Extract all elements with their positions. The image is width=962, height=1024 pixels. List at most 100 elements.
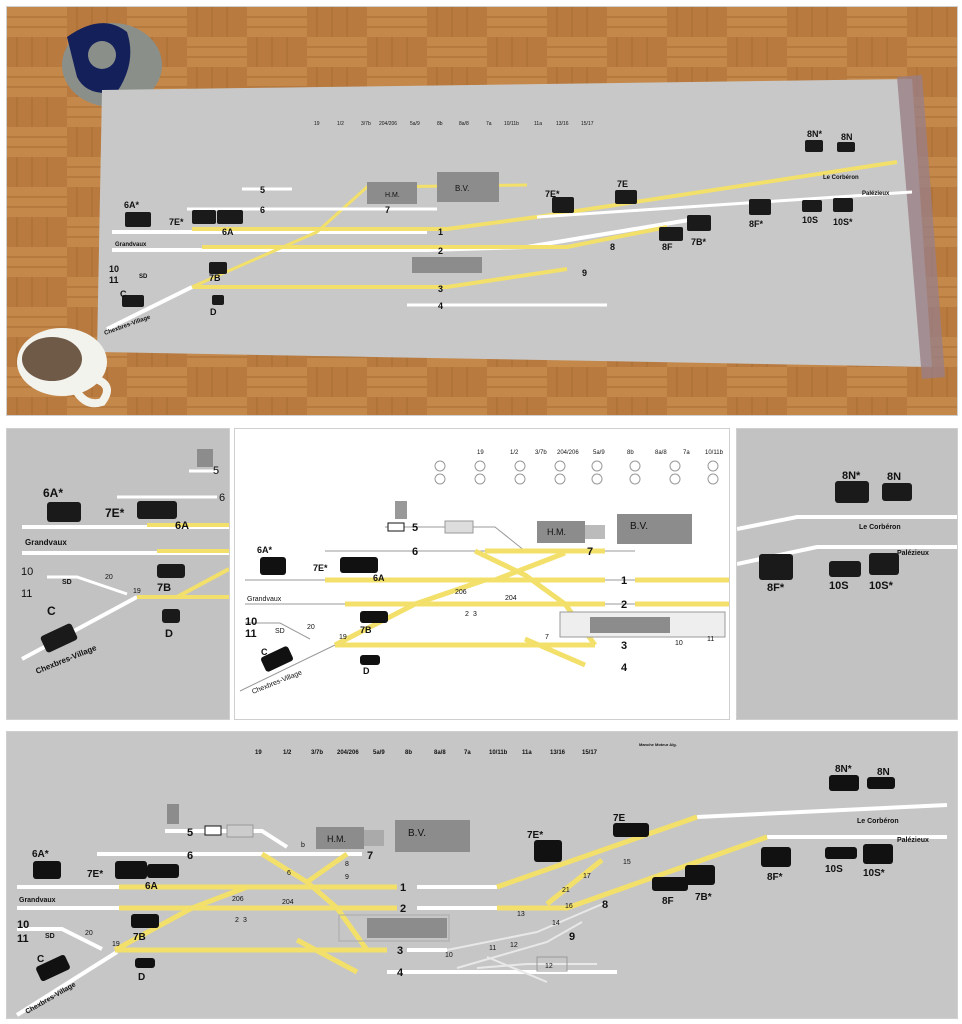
hdr-5a-9: 5a/9 [410, 121, 420, 127]
photo-8F12: 8F [662, 242, 673, 252]
photo-t9: 9 [582, 268, 587, 278]
dg-w204: 204 [282, 899, 294, 906]
sch-w19: 19 [339, 634, 347, 641]
sch-6A: 6A* [257, 545, 273, 555]
dg-t2: 2 [400, 903, 406, 915]
hdr-19: 19 [314, 121, 320, 127]
dg-C1: C [37, 954, 44, 965]
hdr-8b: 8b [437, 121, 443, 127]
photo-t11: 11 [109, 275, 119, 285]
left-D1: D [165, 628, 173, 640]
dg-w15: 15 [623, 859, 631, 866]
sch-t10: 10 [245, 616, 257, 628]
dg-hdr-8b: 8b [405, 750, 412, 756]
photo-10Ss: 10S* [833, 217, 853, 227]
dg-w8: 8 [345, 861, 349, 868]
dg-w206: 206 [232, 896, 244, 903]
left-grandvaux: Grandvaux [25, 538, 67, 547]
sch-w7: 7 [545, 634, 549, 641]
dg-t4: 4 [397, 967, 404, 979]
dg-grandvaux: Grandvaux [19, 897, 56, 904]
dg-corberon: Le Corbéron [857, 818, 899, 825]
dg-t3: 3 [397, 945, 403, 957]
dg-hdr-11a: 11a [522, 750, 532, 756]
left-t5: 5 [213, 465, 219, 477]
sch-w20: 20 [307, 624, 315, 631]
left-6A: 6A* [43, 486, 63, 500]
dg-8Fs: 8F* [767, 872, 783, 883]
photo-bv: B.V. [455, 184, 469, 193]
dg-w12box: 12 [545, 963, 553, 970]
left-C1: C [47, 604, 56, 618]
dg-sd: SD [45, 933, 55, 940]
dg-hdr-19: 19 [255, 750, 262, 756]
dg-w21: 21 [562, 887, 570, 894]
sch-t4: 4 [621, 662, 628, 674]
dg-7B12: 7B [133, 932, 146, 943]
photo-7E12: 7E [617, 179, 628, 189]
hdr-204-206: 204/206 [379, 121, 397, 127]
dg-hdr-extra: Manche Moteur Alg. [639, 742, 677, 747]
right-corberon: Le Corbéron [859, 524, 901, 531]
photo-right-svg: 8N* 8N 8F* 10S 10S* Le Corbéron Palézieu… [737, 429, 957, 719]
photo-10S: 10S [802, 215, 818, 225]
dg-8N: 8N [877, 767, 890, 778]
sch-w2: 2 [465, 611, 469, 618]
left-w20: 20 [105, 574, 113, 581]
hdr-1-2: 1/2 [337, 121, 344, 127]
photo-grandvaux: Grandvaux [115, 242, 147, 248]
dg-hdr-1-2: 1/2 [283, 750, 292, 756]
photo-C1: C [120, 289, 127, 299]
photo-t2: 2 [438, 246, 443, 256]
dg-w3: 3 [243, 917, 247, 924]
dg-w13: 13 [517, 911, 525, 918]
left-t6: 6 [219, 492, 225, 504]
sch-hdr-8b: 8b [627, 450, 634, 456]
photo-7B12: 7B [209, 273, 221, 283]
photo-t8: 8 [610, 242, 615, 252]
right-8Ns: 8N* [842, 470, 861, 482]
photo-t5: 5 [260, 185, 265, 195]
schematic-panel: 19 1/2 3/7b 204/206 5a/9 8b 8a/8 7a 10/1… [234, 428, 730, 720]
dg-t11: 11 [17, 933, 29, 945]
diagram-svg: 19 1/2 3/7b 204/206 5a/9 8b 8a/8 7a 10/1… [7, 732, 957, 1018]
dg-7E: 7E* [87, 869, 103, 880]
photo-sd: SD [139, 274, 148, 280]
dg-hdr-204: 204/206 [337, 750, 359, 756]
dg-hm: H.M. [327, 834, 346, 844]
sch-hdr-3-7b: 3/7b [535, 450, 547, 456]
photo-6A12: 6A [222, 227, 234, 237]
dg-bv: B.V. [408, 828, 426, 839]
photo-6A: 6A* [124, 200, 140, 210]
dg-w14: 14 [552, 920, 560, 927]
hdr-11a: 11a [534, 121, 542, 127]
left-6A12: 6A [175, 520, 189, 532]
dg-hdr-5a: 5a/9 [373, 750, 385, 756]
diagram-panel: 19 1/2 3/7b 204/206 5a/9 8b 8a/8 7a 10/1… [6, 731, 958, 1019]
dg-w20: 20 [85, 930, 93, 937]
dg-palezieux: Palézieux [897, 837, 929, 844]
photo-corberon: Le Corbéron [823, 175, 859, 181]
ruler [897, 75, 945, 379]
sch-w10: 10 [675, 640, 683, 647]
hdr-10-11b: 10/11b [504, 121, 519, 127]
dg-w16: 16 [565, 903, 573, 910]
dg-w12: 12 [510, 942, 518, 949]
photo-7E: 7E* [169, 217, 184, 227]
dg-8F12: 8F [662, 896, 674, 907]
dg-hdr-3-7b: 3/7b [311, 750, 323, 756]
dg-10Ss: 10S* [863, 868, 885, 879]
right-10S: 10S [829, 580, 849, 592]
sch-t6: 6 [412, 546, 418, 558]
photo-palezieux: Palézieux [862, 191, 890, 197]
sch-hdr-204: 204/206 [557, 450, 579, 456]
sch-w3: 3 [473, 611, 477, 618]
left-t10: 10 [21, 566, 33, 578]
dg-6A12: 6A [145, 881, 158, 892]
left-sd: SD [62, 579, 72, 586]
photo-8N: 8N [841, 132, 853, 142]
mug [17, 328, 111, 408]
dg-8Ns: 8N* [835, 764, 852, 775]
sch-t2: 2 [621, 599, 627, 611]
sch-w11: 11 [707, 636, 714, 643]
